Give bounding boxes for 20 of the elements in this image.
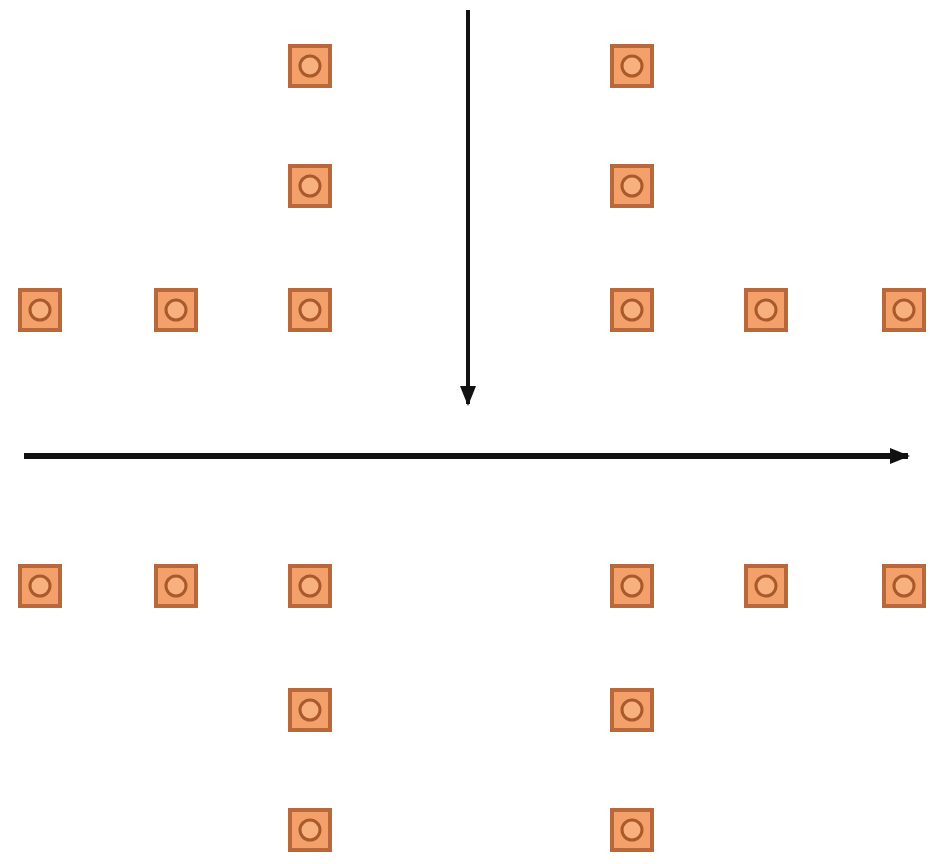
square-marker (610, 164, 654, 208)
square-marker (610, 44, 654, 88)
square-marker (288, 288, 332, 332)
square-marker (610, 564, 654, 608)
square-marker (154, 564, 198, 608)
square-marker (154, 288, 198, 332)
square-marker (18, 564, 62, 608)
square-marker (18, 288, 62, 332)
square-marker (288, 44, 332, 88)
square-marker (288, 688, 332, 732)
square-marker (882, 564, 926, 608)
square-marker (288, 164, 332, 208)
square-marker (744, 564, 788, 608)
square-marker (610, 688, 654, 732)
square-marker (288, 808, 332, 852)
square-marker (744, 288, 788, 332)
square-marker (610, 288, 654, 332)
square-marker (288, 564, 332, 608)
square-marker (610, 808, 654, 852)
square-marker (882, 288, 926, 332)
